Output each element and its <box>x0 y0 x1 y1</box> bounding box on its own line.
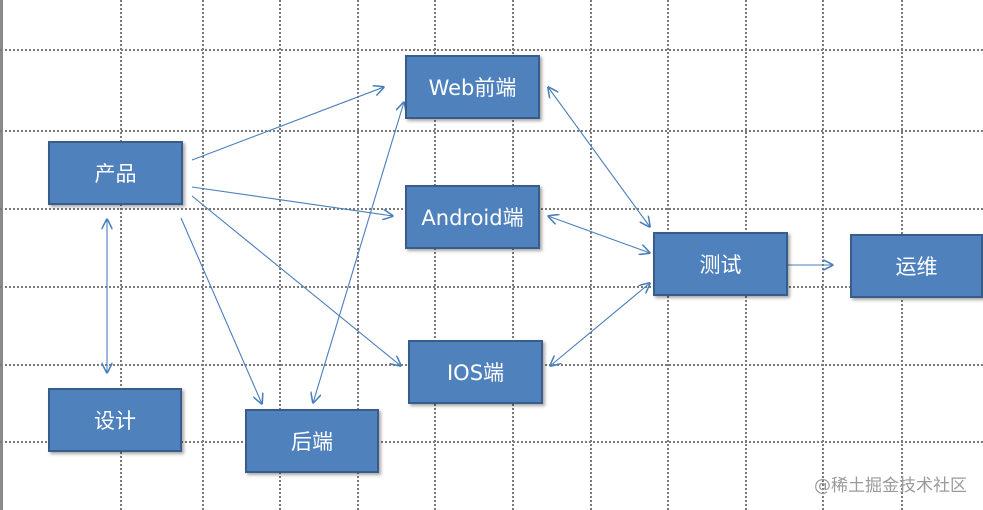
grid-line <box>0 130 983 132</box>
grid-line <box>120 0 122 510</box>
edge-product-to-ios <box>191 195 401 366</box>
node-label: 后端 <box>291 430 333 454</box>
node-label: Web前端 <box>428 76 517 100</box>
node-label: 运维 <box>895 255 938 279</box>
node-label: 产品 <box>94 162 137 186</box>
grid-line <box>0 286 983 288</box>
grid-line <box>202 0 204 510</box>
node-label: 设计 <box>94 409 136 433</box>
grid-line <box>822 0 824 510</box>
edge-product-to-backend <box>180 217 262 404</box>
node-design: 设计 <box>48 388 182 452</box>
grid-line <box>512 0 514 510</box>
node-ops: 运维 <box>850 234 983 298</box>
edge-backend-web <box>313 102 404 403</box>
edge-android-test <box>548 216 650 253</box>
node-label: IOS端 <box>446 361 505 385</box>
node-ios: IOS端 <box>408 340 543 404</box>
grid-line <box>0 441 983 443</box>
watermark: @稀土掘金技术社区 <box>814 476 967 496</box>
grid-line <box>279 0 281 510</box>
node-product: 产品 <box>48 141 183 205</box>
left-border <box>0 0 3 510</box>
node-test: 测试 <box>653 232 788 296</box>
node-web-frontend: Web前端 <box>405 55 540 119</box>
grid-line <box>434 0 436 510</box>
edge-ios-test <box>550 283 650 366</box>
edge-web-test <box>548 87 650 227</box>
edge-product-to-android <box>191 186 393 216</box>
node-backend: 后端 <box>245 409 379 473</box>
node-android: Android端 <box>405 185 540 249</box>
grid-line <box>0 49 983 51</box>
node-label: Android端 <box>421 206 524 230</box>
node-label: 测试 <box>699 253 742 277</box>
edge-product-to-web <box>191 87 384 161</box>
